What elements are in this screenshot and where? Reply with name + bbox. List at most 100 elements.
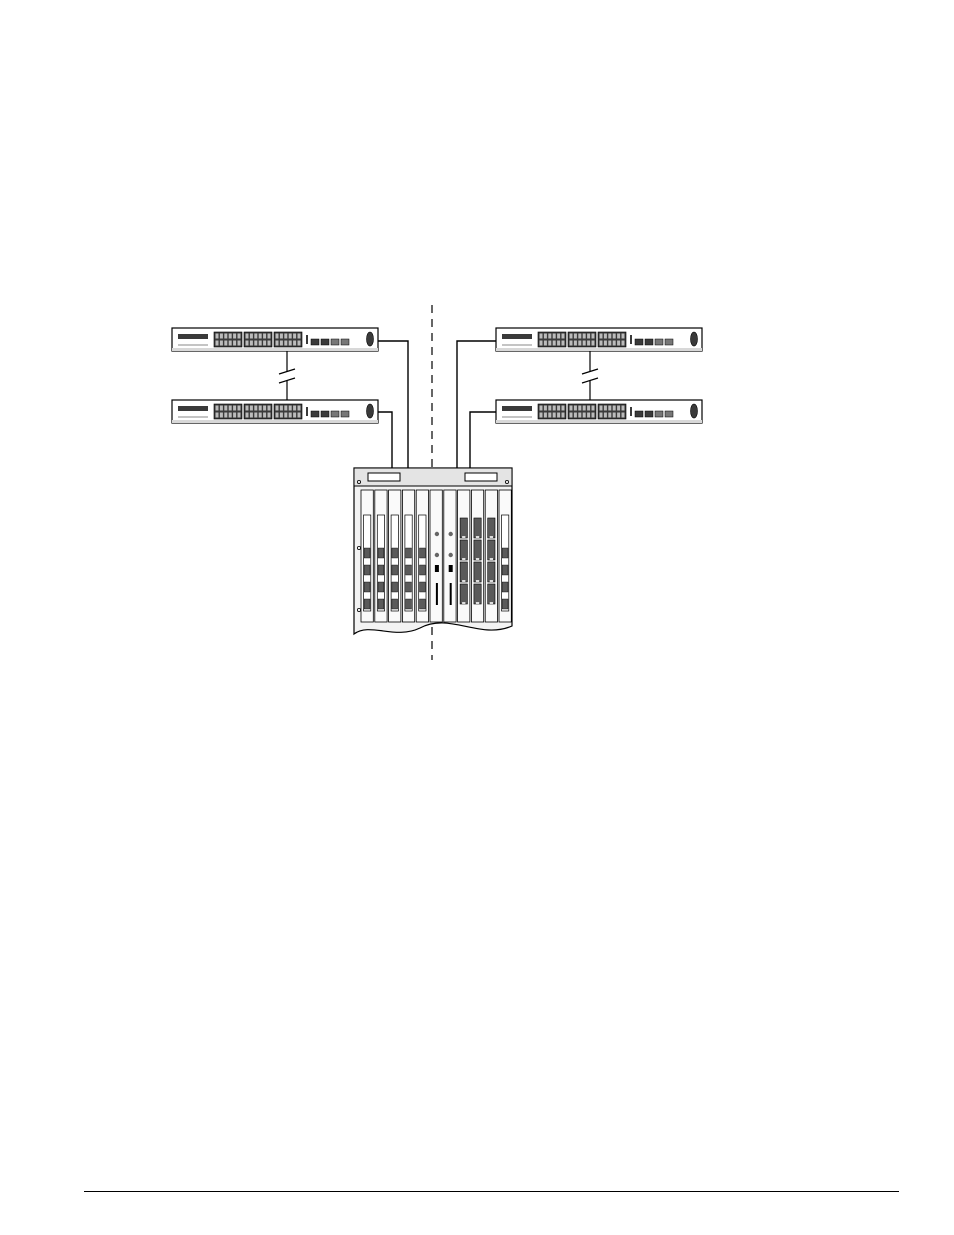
rj45-port (246, 413, 249, 418)
rj45-port (608, 334, 611, 339)
chassis-handle-left (368, 473, 400, 481)
line-card-icon (416, 490, 428, 622)
rj45-port (280, 341, 283, 346)
brand-logo (502, 334, 532, 339)
rj45-port (562, 341, 565, 346)
port-module (364, 582, 370, 592)
rj45-port (220, 341, 223, 346)
rj45-port (259, 334, 262, 339)
status-led (630, 407, 632, 416)
indicator (449, 532, 453, 536)
port-group (568, 404, 596, 419)
rj45-port (259, 341, 262, 346)
uplink-port (635, 339, 643, 345)
line-card-icon (458, 490, 470, 622)
rj45-port (570, 334, 573, 339)
rj45-port (600, 334, 603, 339)
rj45-port (263, 413, 266, 418)
rj45-port (548, 334, 551, 339)
rj45-port (233, 406, 236, 411)
rj45-port (587, 341, 590, 346)
switch-base (172, 420, 378, 423)
indicator (435, 553, 439, 557)
rj45-port (254, 341, 257, 346)
rj45-port (583, 413, 586, 418)
uplink-port (321, 411, 329, 417)
port-module (460, 562, 467, 582)
switch-top-right (496, 328, 702, 351)
rj45-port (557, 406, 560, 411)
rj45-port (592, 406, 595, 411)
rj45-port (250, 413, 253, 418)
port-group (598, 404, 626, 419)
rj45-port (557, 341, 560, 346)
rj45-port (293, 334, 296, 339)
rj45-port (548, 413, 551, 418)
port-module (420, 599, 426, 609)
rj45-port (246, 341, 249, 346)
power-button (691, 332, 698, 346)
rj45-port (544, 334, 547, 339)
line-card-icon (485, 490, 497, 622)
rj45-port (259, 413, 262, 418)
port-module (406, 582, 412, 592)
line-card-icon (471, 490, 483, 622)
power-button (367, 332, 374, 346)
rj45-port (562, 334, 565, 339)
uplink-port (665, 339, 673, 345)
port-module (474, 540, 481, 560)
uplink-port (635, 411, 643, 417)
port-module (460, 540, 467, 560)
port-module (364, 565, 370, 575)
rj45-port (263, 341, 266, 346)
rj45-port (570, 413, 573, 418)
line-card-icon (430, 490, 442, 622)
port-module (378, 582, 384, 592)
status-led (630, 335, 632, 344)
rj45-port (254, 334, 257, 339)
port-module (378, 565, 384, 575)
rj45-port (268, 341, 271, 346)
module-latch (476, 536, 479, 538)
module-latch (490, 536, 493, 538)
rj45-port (293, 406, 296, 411)
uplink-port (655, 339, 663, 345)
uplink-port (311, 339, 319, 345)
rj45-port (263, 406, 266, 411)
line-card-icon (361, 490, 373, 622)
rj45-port (229, 341, 232, 346)
port-group (274, 332, 302, 347)
uplink-port (311, 411, 319, 417)
rj45-port (268, 406, 271, 411)
port-module (406, 565, 412, 575)
port-module (488, 540, 495, 560)
rj45-port (548, 341, 551, 346)
module-latch (462, 602, 465, 604)
rj45-port (284, 341, 287, 346)
power-button (691, 404, 698, 418)
uplink-port (321, 339, 329, 345)
uplink-port (341, 339, 349, 345)
rj45-port (570, 406, 573, 411)
rj45-port (583, 406, 586, 411)
rj45-port (540, 413, 543, 418)
switch-bottom-left (172, 400, 378, 423)
rj45-port (600, 341, 603, 346)
link-break-left (279, 351, 295, 400)
cable-bottom-right (470, 412, 496, 474)
rj45-port (254, 413, 257, 418)
uplink-port (331, 411, 339, 417)
rj45-port (276, 341, 279, 346)
rj45-port (216, 406, 219, 411)
footer-rule (84, 1191, 899, 1192)
rj45-port (604, 413, 607, 418)
chassis-icon (354, 468, 512, 634)
cable-top-right (457, 341, 496, 474)
port-group (538, 404, 566, 419)
rj45-port (293, 341, 296, 346)
rj45-port (613, 413, 616, 418)
port-module (502, 548, 508, 558)
rj45-port (583, 334, 586, 339)
rj45-port (276, 334, 279, 339)
